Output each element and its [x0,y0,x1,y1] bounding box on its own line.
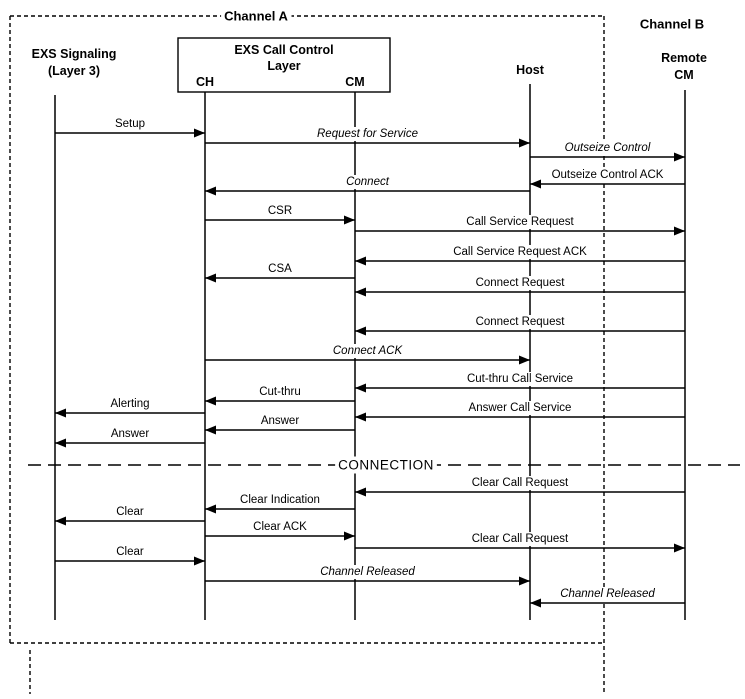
arrowhead [530,179,541,189]
connection-divider-label-bg [335,456,437,474]
arrowhead [194,128,205,138]
message-label: Connect Request [476,316,566,328]
arrowhead [355,287,366,297]
message-label-bg [465,401,575,415]
arrowhead [519,138,530,148]
arrowhead [205,396,216,406]
arrowhead [194,556,205,566]
message-label-bg [463,215,578,229]
arrowhead [355,383,366,393]
arrowhead [344,531,355,541]
message-label: Clear ACK [253,521,307,533]
channel-b-label: Channel B [640,17,704,32]
message-label: Connect [346,176,390,188]
message-label: Setup [115,118,145,130]
message-label: Clear Call Request [472,533,569,545]
message-label-bg [264,204,296,218]
message-label: Clear Indication [240,494,320,506]
message-label-bg [548,168,667,182]
actor-label-exs-signaling: (Layer 3) [48,64,100,78]
arrowhead [355,487,366,497]
actor-label-remote-cm: Remote [661,51,707,65]
call-control-box-title: EXS Call Control [234,43,333,57]
arrowhead [55,408,66,418]
arrowhead [674,152,685,162]
message-label: Clear Call Request [472,477,569,489]
arrowhead [674,226,685,236]
message-label: Clear [116,506,144,518]
actor-label-host: Host [516,63,545,77]
message-label-bg [265,262,296,276]
call-control-sublabel-ch: CH [196,75,214,89]
message-label: Outseize Control ACK [552,169,664,181]
arrowhead [344,215,355,225]
arrowhead [530,598,541,608]
channel-b-label-bg [636,15,708,33]
message-label-bg [329,344,407,358]
message-label: Channel Released [320,566,415,578]
message-label: Cut-thru Call Service [467,373,573,385]
message-label-bg [468,532,573,546]
message-label: Connect Request [476,277,566,289]
arrowhead [55,516,66,526]
arrowhead [355,256,366,266]
message-label: Outseize Control [565,142,651,154]
actor-label-remote-cm: CM [674,68,693,82]
message-label-bg [237,493,323,507]
message-label-bg [450,245,591,259]
message-label: Alerting [111,398,150,410]
message-label-bg [113,505,147,519]
message-label: Connect ACK [333,345,404,357]
message-label: Answer Call Service [469,402,572,414]
message-label-bg [107,427,153,441]
message-label-bg [468,476,573,490]
message-label-bg [111,117,149,131]
message-label-bg [314,127,421,141]
message-label: CSA [268,263,292,275]
arrowhead [205,273,216,283]
message-label-bg [256,385,304,399]
message-label-bg [250,520,311,534]
message-label: Clear [116,546,144,558]
arrowhead [205,425,216,435]
arrowhead [55,438,66,448]
actor-label-exs-signaling: EXS Signaling [32,47,117,61]
call-control-box [177,37,391,93]
connection-divider-label: CONNECTION [338,458,434,473]
channel-a-label-bg [221,7,292,25]
message-label-bg [472,315,569,329]
channel-a-label: Channel A [224,9,288,24]
call-control-sublabel-cm: CM [345,75,364,89]
message-label: Answer [111,428,150,440]
message-label-bg [557,587,659,601]
message-label: Cut-thru [259,386,301,398]
message-label-bg [472,276,569,290]
message-label-bg [107,397,153,411]
message-label-bg [113,545,147,559]
arrowhead [674,543,685,553]
message-label: Answer [261,415,300,427]
call-control-box-title: Layer [267,59,300,73]
arrowhead [355,412,366,422]
arrowhead [519,355,530,365]
arrowhead [205,504,216,514]
message-label-bg [561,141,654,155]
message-label: Call Service Request [466,216,574,228]
arrowhead [205,186,216,196]
message-label: Call Service Request ACK [453,246,587,258]
message-label-bg [257,414,303,428]
message-label-bg [343,175,393,189]
arrowhead [519,576,530,586]
message-label: CSR [268,205,292,217]
message-label-bg [317,565,419,579]
arrowhead [355,326,366,336]
message-label: Request for Service [317,128,418,140]
message-label-bg [463,372,577,386]
message-label: Channel Released [560,588,655,600]
